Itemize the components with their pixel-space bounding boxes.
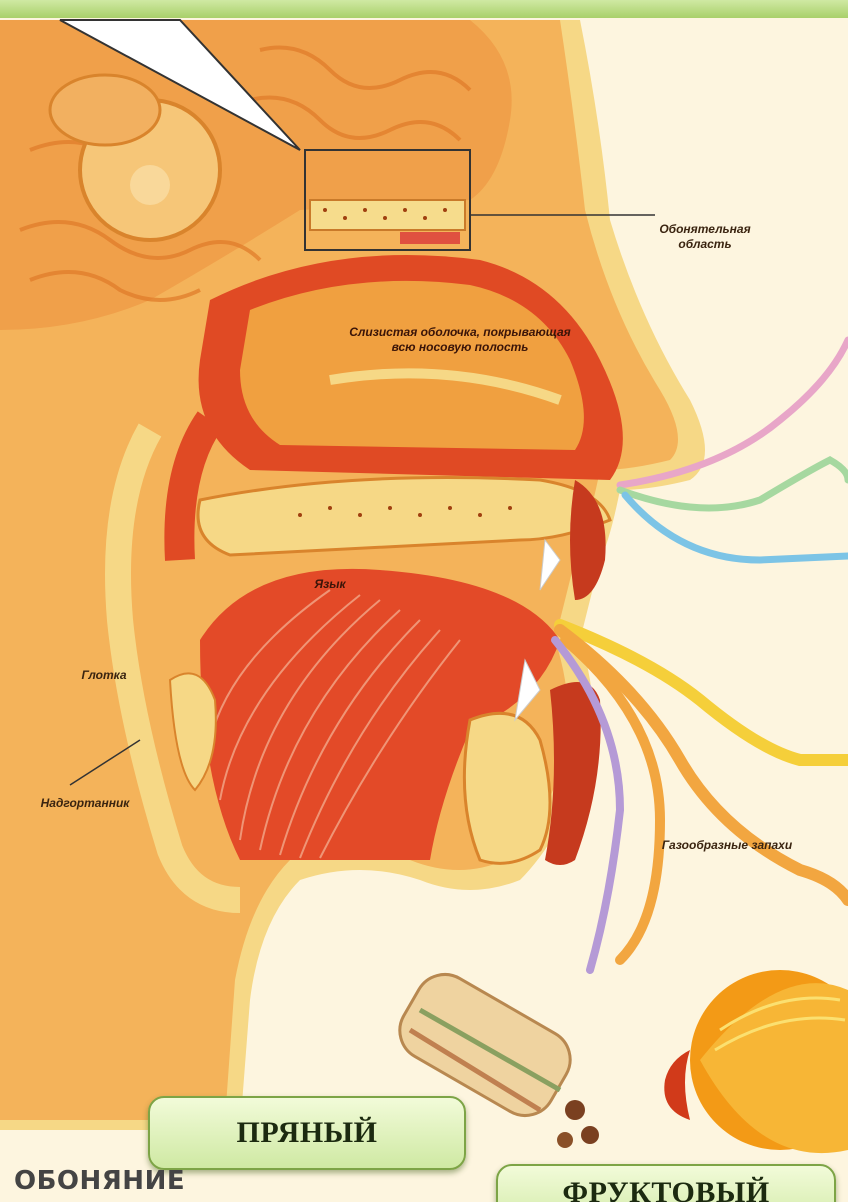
- pharynx-label: Глотка: [74, 668, 134, 683]
- gaseous-odors-label: Газообразные запахи: [606, 838, 848, 853]
- epiglottis-label: Надгортанник: [10, 796, 160, 811]
- tongue-label: Язык: [305, 577, 355, 592]
- fruity-tag: ФРУКТОВЫЙ: [496, 1164, 836, 1202]
- olfactory-area-label: Обонятельная область: [650, 222, 760, 252]
- diagram-caption: ОБОНЯНИЕ: [14, 1166, 185, 1196]
- spicy-tag: ПРЯНЫЙ: [148, 1096, 466, 1170]
- mucosa-label: Слизистая оболочка, покрывающая всю носо…: [340, 325, 580, 355]
